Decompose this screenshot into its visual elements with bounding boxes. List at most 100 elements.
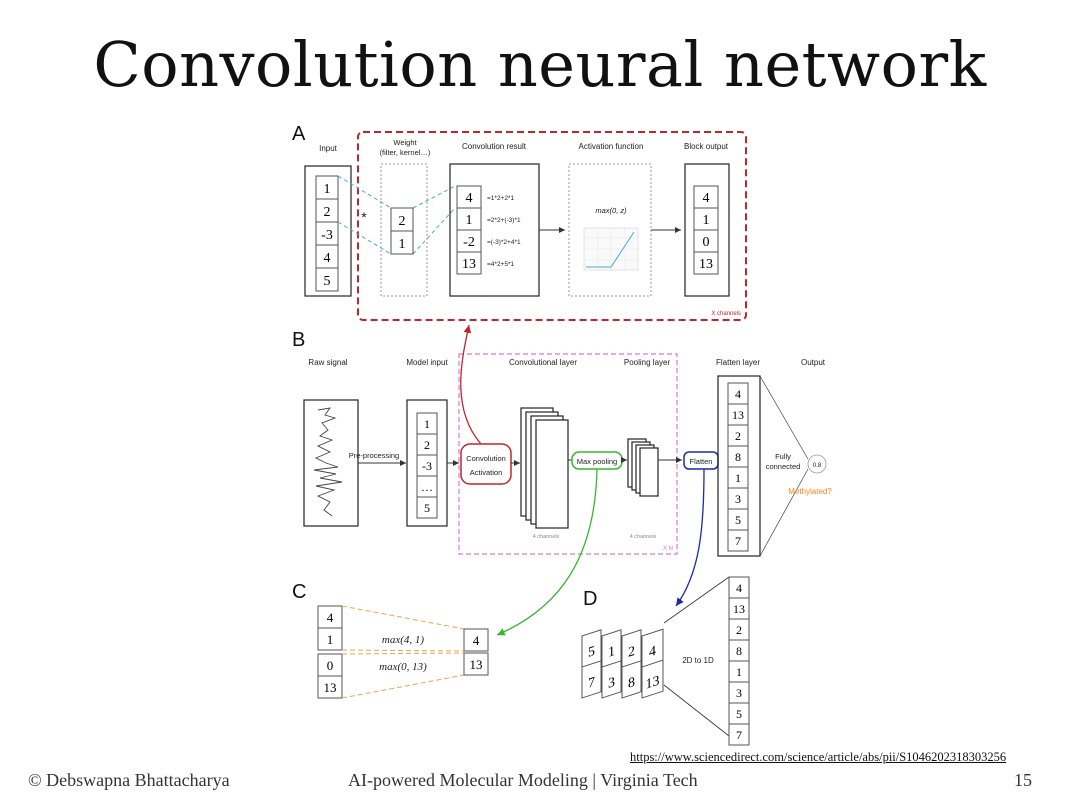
convolution-operator: * bbox=[361, 209, 367, 225]
panel-d-letter: D bbox=[583, 588, 597, 610]
output-label: Output bbox=[801, 358, 826, 367]
conv-formula: =1*2+2*1 bbox=[487, 195, 514, 202]
flatten-cell: 4 bbox=[735, 387, 741, 401]
cnn-diagram-svg: A Input 1 2 -3 4 5 * Weight (filter, ker… bbox=[292, 123, 832, 746]
source-link[interactable]: https://www.sciencedirect.com/science/ar… bbox=[630, 750, 1007, 764]
pooling-to-panel-c-arrow bbox=[496, 468, 598, 636]
sheet-cell: 7 bbox=[588, 674, 595, 692]
input-cells: 1 2 -3 4 5 bbox=[315, 175, 339, 292]
panel-b: B Raw signal Pre-processing Model input … bbox=[292, 329, 832, 557]
pool-output-cell: 4 bbox=[473, 633, 480, 648]
sheet-cell: 5 bbox=[588, 643, 595, 661]
flatten-to-panel-d-arrow bbox=[675, 468, 705, 607]
weight-cell: 2 bbox=[399, 214, 406, 229]
panel-b-letter: B bbox=[292, 329, 305, 351]
relu-plot bbox=[583, 227, 639, 271]
model-input-cell: 5 bbox=[424, 501, 430, 515]
vector-cell: 7 bbox=[736, 728, 742, 742]
input-cell: 5 bbox=[324, 274, 331, 289]
flatten-cells: 4 13 2 8 1 3 5 7 bbox=[727, 382, 749, 552]
footer-author: © Debswapna Bhattacharya bbox=[28, 770, 230, 790]
panel-a: A Input 1 2 -3 4 5 * Weight (filter, ker… bbox=[292, 123, 747, 321]
block-output-cells: 4 1 0 13 bbox=[693, 185, 719, 275]
footer-course: AI-powered Molecular Modeling | Virginia… bbox=[348, 770, 698, 790]
model-input-cell: … bbox=[421, 480, 433, 494]
conv-cells: 4 1 -2 13 =1*2+2*1 =2*2+(-3)*1 =(-3)*2+4… bbox=[456, 185, 521, 275]
pooled-map-stack bbox=[627, 438, 659, 497]
conv-cell: 4 bbox=[466, 191, 473, 206]
fully-connected-label: Fully bbox=[775, 452, 791, 461]
convolution-node-label: Convolution bbox=[466, 454, 506, 463]
vector-cell: 1 bbox=[736, 665, 742, 679]
preprocessing-label: Pre-processing bbox=[349, 451, 399, 460]
sheet-cell: 2 bbox=[628, 643, 635, 661]
input-cell: 2 bbox=[324, 205, 331, 220]
pooling-guide-lines bbox=[341, 605, 465, 699]
slide-title: Convolution neural network bbox=[93, 28, 987, 101]
panel-a-letter: A bbox=[292, 123, 306, 145]
panel-c-input-cells: 4 1 0 13 bbox=[317, 605, 343, 699]
input-cell: 4 bbox=[324, 251, 331, 266]
max-pooling-label: Max pooling bbox=[577, 457, 617, 466]
channels-label: 4 channels bbox=[533, 534, 560, 540]
vector-cell: 13 bbox=[733, 602, 745, 616]
max-expression: max(4, 1) bbox=[382, 634, 424, 646]
flatten-cell: 2 bbox=[735, 429, 741, 443]
panel-a-dashed-frame bbox=[357, 131, 747, 321]
block-output-cell: 0 bbox=[703, 235, 710, 250]
convolution-result-label: Convolution result bbox=[462, 142, 527, 151]
output-node bbox=[807, 454, 827, 474]
fully-connected-label: connected bbox=[766, 462, 801, 471]
pool-input-cell: 1 bbox=[327, 632, 334, 647]
feature-map-sheets: 5 7 1 3 2 8 4 13 bbox=[581, 628, 664, 699]
convolutional-layer-label: Convolutional layer bbox=[509, 358, 577, 367]
pool-input-cell: 0 bbox=[327, 658, 334, 673]
conv-cell: -2 bbox=[463, 235, 475, 250]
panel-c-output-cells: 4 13 bbox=[463, 628, 489, 676]
flatten-cell: 13 bbox=[732, 408, 744, 422]
flatten-cell: 1 bbox=[735, 471, 741, 485]
raw-signal-box bbox=[303, 399, 359, 527]
page-number: 15 bbox=[1014, 770, 1032, 790]
conv-to-panel-a-arrow bbox=[460, 324, 482, 445]
flatten-layer-box bbox=[717, 375, 761, 557]
sheet-cell: 1 bbox=[608, 643, 615, 661]
block-output-cell: 4 bbox=[703, 191, 710, 206]
feature-sheet: 5 7 bbox=[581, 629, 602, 699]
sheet-cell: 8 bbox=[628, 674, 635, 692]
feature-sheet: 2 8 bbox=[621, 629, 642, 699]
vector-cell: 3 bbox=[736, 686, 742, 700]
panel-d-output-cells: 4 13 2 8 1 3 5 7 bbox=[728, 576, 750, 746]
flatten-cell: 7 bbox=[735, 534, 741, 548]
flatten-cell: 5 bbox=[735, 513, 741, 527]
flatten-cell: 8 bbox=[735, 450, 741, 464]
max-expression: max(0, 13) bbox=[379, 661, 427, 673]
flatten-label: Flatten bbox=[690, 457, 713, 466]
pooling-layer-label: Pooling layer bbox=[624, 358, 671, 367]
feature-sheet: 1 3 bbox=[601, 629, 622, 699]
fully-connected-lines bbox=[759, 375, 809, 557]
activation-formula: max(0, z) bbox=[595, 206, 627, 215]
input-cell: -3 bbox=[321, 228, 333, 243]
cnn-diagram: A Input 1 2 -3 4 5 * Weight (filter, ker… bbox=[280, 118, 860, 748]
pool-input-cell: 13 bbox=[324, 680, 337, 695]
sheet-cell: 4 bbox=[649, 643, 656, 661]
conv-formula: =4*2+5*1 bbox=[487, 261, 514, 268]
pool-input-cell: 4 bbox=[327, 610, 334, 625]
repeated-block-frame bbox=[458, 353, 678, 555]
model-input-label: Model input bbox=[406, 358, 448, 367]
output-value: 0.8 bbox=[813, 463, 822, 469]
panel-c-letter: C bbox=[292, 581, 306, 603]
activation-node-label: Activation bbox=[470, 468, 503, 477]
feature-sheet: 4 13 bbox=[641, 628, 664, 699]
feature-map-stack bbox=[520, 407, 569, 529]
weight-cell: 1 bbox=[399, 237, 406, 252]
weight-label: Weight bbox=[393, 138, 417, 147]
model-input-cell: 2 bbox=[424, 438, 430, 452]
input-box bbox=[304, 165, 352, 297]
panel-d: D 5 7 1 3 2 8 4 bbox=[581, 576, 750, 746]
repeat-note: X N bbox=[663, 546, 673, 552]
block-output-box bbox=[684, 163, 730, 297]
raw-signal-trace bbox=[313, 407, 343, 517]
methylated-label: Methylated? bbox=[788, 487, 832, 496]
